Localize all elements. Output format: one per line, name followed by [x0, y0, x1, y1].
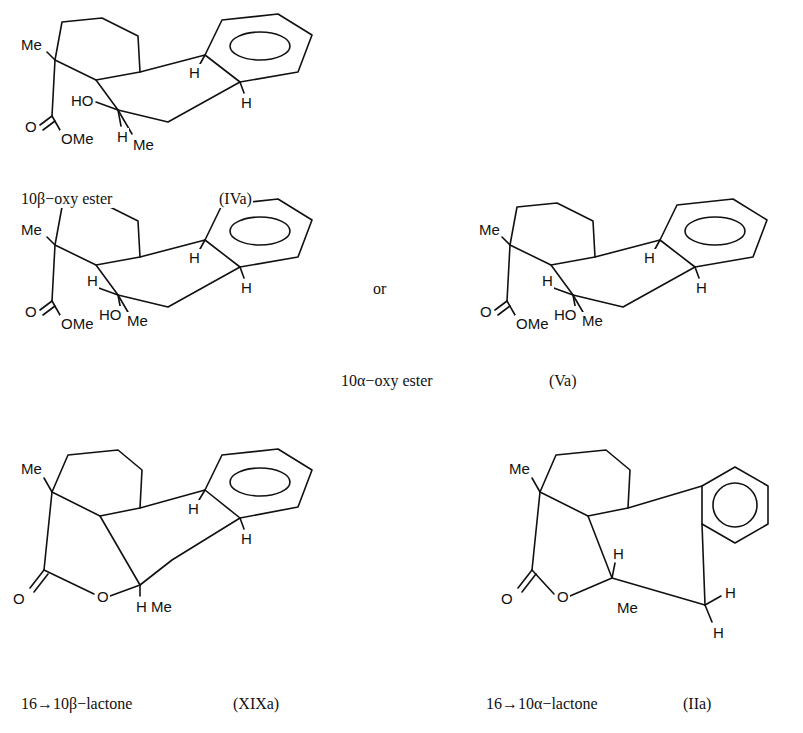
atom-label: HO	[553, 306, 578, 323]
atom-label: H	[240, 530, 253, 547]
ester-structure	[495, 199, 767, 319]
atom-label: Me	[150, 598, 173, 615]
atom-label: H	[695, 279, 708, 296]
bond-line	[110, 585, 140, 596]
compound-caption: (Va)	[548, 372, 578, 390]
bond-line	[140, 518, 240, 585]
compound-caption: 16→10α−lactone	[485, 695, 599, 713]
atom-label: Me	[126, 312, 149, 329]
atom-label: O	[500, 590, 514, 607]
atom-label: H	[240, 279, 253, 296]
compound-caption: (IVa)	[218, 190, 253, 208]
bond-line	[139, 585, 141, 596]
bond-line	[230, 468, 290, 496]
compound-caption: 10α−oxy ester	[340, 372, 434, 390]
bond-line	[532, 570, 554, 594]
bond-line	[705, 596, 721, 605]
bond-line	[702, 467, 768, 543]
ester-skeleton	[40, 14, 312, 134]
compound-caption: (IIa)	[682, 695, 712, 713]
bond-line	[199, 490, 205, 500]
atom-label: OMe	[515, 315, 550, 332]
atom-label: O	[12, 590, 26, 607]
bond-line	[100, 516, 140, 585]
atom-label: Me	[508, 460, 531, 477]
atom-label: H	[187, 500, 200, 517]
bond-line	[612, 563, 615, 578]
lactone-structure	[518, 450, 768, 622]
atom-label: HO	[98, 306, 123, 323]
bond-line	[44, 492, 52, 570]
atom-label: Me	[20, 221, 43, 238]
atom-label: Me	[616, 599, 639, 616]
atom-label: H	[612, 545, 625, 562]
atom-label: H	[116, 128, 129, 145]
atom-label: Me	[132, 136, 155, 153]
bond-line	[240, 518, 244, 529]
bond-line	[44, 478, 52, 492]
atom-label: H	[188, 249, 201, 266]
bond-line	[713, 483, 757, 527]
atom-label: OMe	[60, 315, 95, 332]
atom-label: Me	[20, 36, 43, 53]
compound-caption: (XIXa)	[232, 695, 280, 713]
ester-structure	[40, 199, 312, 319]
bond-line	[570, 578, 612, 596]
atom-label: H	[643, 249, 656, 266]
bond-line	[532, 478, 540, 492]
ester-skeleton	[495, 199, 767, 319]
atom-label: H	[240, 94, 253, 111]
conjunction-text: or	[372, 280, 387, 298]
atom-label: H	[712, 624, 725, 641]
atom-label: Me	[20, 460, 43, 477]
atom-label: H	[541, 272, 554, 289]
bond-line	[532, 492, 540, 570]
bond-line	[540, 450, 630, 516]
compound-caption: 10β−oxy ester	[20, 190, 113, 208]
bond-line	[702, 524, 705, 605]
atom-label: OMe	[60, 130, 95, 147]
atom-label: O	[479, 303, 493, 320]
lactone-structure	[30, 449, 312, 596]
compound-caption: 16→10β−lactone	[20, 695, 133, 713]
atom-label: HO	[70, 92, 95, 109]
bond-line	[52, 450, 142, 516]
atom-label: O	[96, 588, 110, 605]
bond-line	[628, 486, 702, 508]
bond-line	[518, 570, 536, 592]
atom-label: Me	[581, 312, 604, 329]
atom-label: O	[24, 118, 38, 135]
bond-line	[705, 605, 712, 622]
atom-label: H	[188, 64, 201, 81]
atom-label: Me	[478, 221, 501, 238]
atom-label: H	[86, 272, 99, 289]
bond-line	[588, 516, 612, 578]
bond-line	[30, 570, 48, 592]
ester-skeleton	[40, 199, 312, 319]
bond-line	[205, 449, 312, 518]
atom-label: O	[556, 588, 570, 605]
atom-label: H	[135, 598, 148, 615]
bond-line	[44, 570, 94, 594]
atom-label: H	[724, 584, 737, 601]
ester-structure	[40, 14, 312, 134]
atom-label: O	[24, 303, 38, 320]
